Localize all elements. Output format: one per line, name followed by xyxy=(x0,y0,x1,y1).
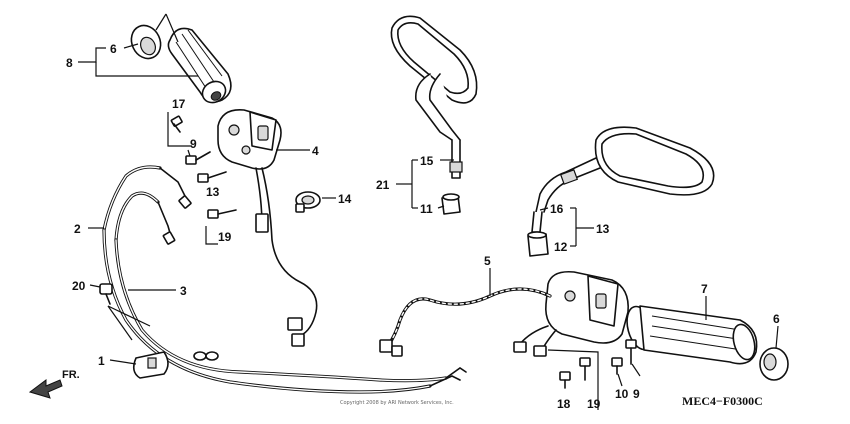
callout-1: 1 xyxy=(98,354,105,368)
diagram-code: MEC4−F0300C xyxy=(682,394,763,408)
callout-5: 5 xyxy=(484,254,491,268)
right-mirror-nut-19 xyxy=(527,231,549,257)
screw-13-left xyxy=(167,112,192,147)
wire-clamp-12 xyxy=(295,191,321,213)
callout-6-right: 6 xyxy=(773,312,780,326)
callout-19-right: 12 xyxy=(554,240,568,254)
grip-end-cap-left xyxy=(130,24,162,60)
callout-17: 21 xyxy=(376,178,390,192)
left-mirror xyxy=(390,15,478,179)
grip-end-cap-right xyxy=(759,347,789,381)
callout-11: 13 xyxy=(206,185,220,199)
control-cables xyxy=(102,165,467,394)
right-throttle-grip xyxy=(626,305,758,365)
callout-10: 9 xyxy=(633,387,640,401)
callout-14: 19 xyxy=(218,230,232,244)
callout-9-right: 10 xyxy=(615,387,629,401)
callout-6-left: 6 xyxy=(110,42,117,56)
callout-9-left: 9 xyxy=(190,137,197,151)
left-grip-assembly xyxy=(130,13,232,104)
callout-3: 3 xyxy=(180,284,187,298)
bolt-16 xyxy=(99,283,151,341)
screw-15 xyxy=(579,357,591,381)
screw-10 xyxy=(625,339,637,365)
callout-leaders xyxy=(78,43,779,387)
callout-21: 16 xyxy=(550,202,564,216)
callout-8: 7 xyxy=(701,282,708,296)
clutch-switch xyxy=(132,351,169,379)
screw-9-right xyxy=(611,357,623,375)
callout-2: 2 xyxy=(74,222,81,236)
callout-15: 19 xyxy=(587,397,601,411)
front-label: FR. xyxy=(62,369,80,381)
left-handle-switch xyxy=(217,109,318,347)
copyright-notice: Copyright 2008 by ARI Network Services, … xyxy=(340,400,454,406)
callout-20: 15 xyxy=(420,154,434,168)
screw-9-left xyxy=(185,151,211,165)
screw-14 xyxy=(205,209,237,245)
leader-13-15 xyxy=(547,349,599,410)
callout-16: 20 xyxy=(72,279,86,293)
callout-12: 14 xyxy=(338,192,352,206)
callout-4: 4 xyxy=(312,144,319,158)
left-mirror-nut-19 xyxy=(441,193,461,215)
screw-11 xyxy=(197,171,227,183)
callout-labels: 8 6 17 9 13 19 4 14 2 3 20 1 21 15 11 13… xyxy=(66,42,780,411)
callout-13-right: 18 xyxy=(557,397,571,411)
callout-13-left: 17 xyxy=(172,97,186,111)
right-mirror xyxy=(531,126,715,233)
callout-19-left: 11 xyxy=(420,202,433,216)
callout-7: 8 xyxy=(66,56,73,70)
screw-13-right xyxy=(559,371,571,389)
front-direction-arrow: FR. xyxy=(28,369,80,399)
callout-18: 13 xyxy=(596,222,610,236)
left-grip-rubber xyxy=(167,27,232,104)
right-handle-switch xyxy=(379,270,629,357)
